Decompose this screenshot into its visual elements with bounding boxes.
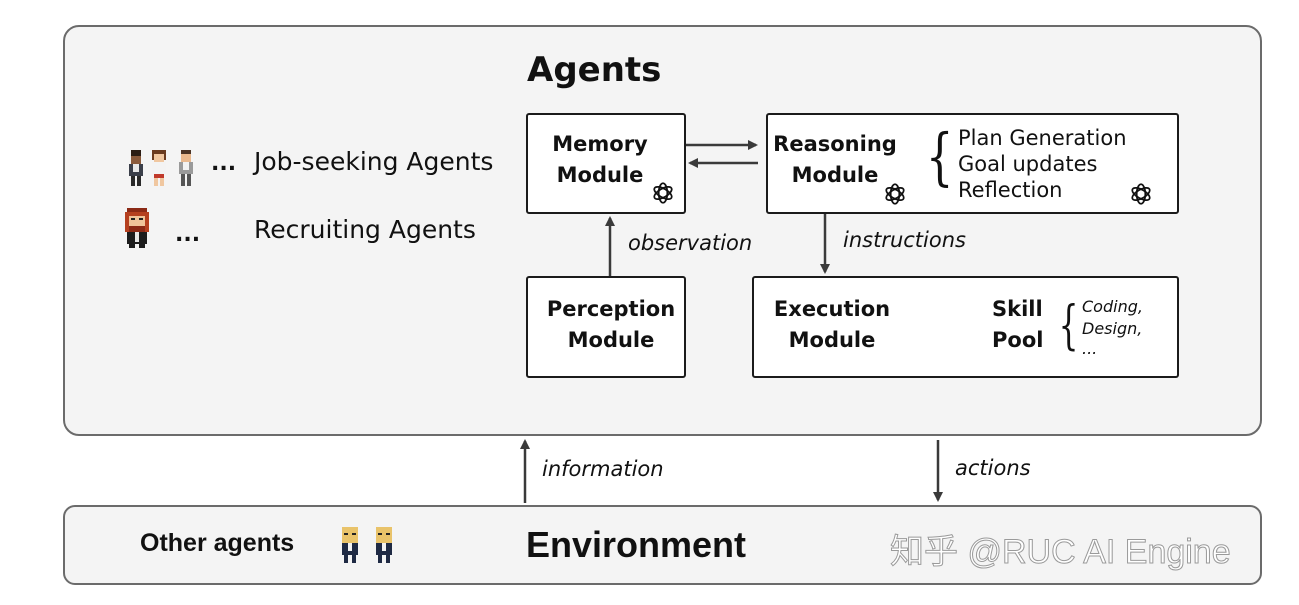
job-seeker-sprite-3: [179, 150, 193, 186]
job-seeking-label: Job-seeking Agents: [254, 147, 494, 176]
reasoning-brace: {: [925, 120, 954, 193]
memory-module-label: Memory Module: [552, 132, 648, 187]
skill-item-coding: Coding,: [1082, 297, 1143, 316]
execution-module-box: [752, 276, 1179, 378]
skill-brace: {: [1058, 296, 1079, 356]
actions-label: actions: [955, 456, 1031, 480]
information-label: information: [542, 457, 664, 481]
reasoning-item-reflection: Reflection: [958, 178, 1063, 202]
watermark: 知乎 @RUC AI Engine: [890, 533, 1232, 572]
other-agent-sprite-2: [376, 527, 392, 563]
agents-title: Agents: [527, 50, 662, 90]
openai-logo-icon: [885, 183, 905, 205]
reasoning-item-plan: Plan Generation: [958, 126, 1127, 150]
recruiting-ellipsis: ...: [175, 222, 201, 247]
job-seeker-sprite-1: [129, 150, 143, 186]
execution-module-label: Execution Module: [773, 297, 891, 352]
reasoning-item-goal: Goal updates: [958, 152, 1098, 176]
observation-label: observation: [628, 231, 753, 255]
skill-item-design: Design,: [1082, 319, 1143, 338]
other-agent-sprite-1: [342, 527, 358, 563]
job-seeking-ellipsis: ...: [211, 151, 237, 176]
environment-title: Environment: [526, 524, 747, 565]
job-seeker-sprite-2: [152, 150, 166, 186]
openai-logo-icon: [1131, 183, 1151, 205]
reasoning-module-label: Reasoning Module: [773, 132, 897, 187]
environment-panel: [63, 505, 1262, 585]
skill-item-more: ...: [1082, 339, 1098, 358]
recruiting-label: Recruiting Agents: [254, 215, 476, 244]
perception-module-box: [526, 276, 686, 378]
recruiter-sprite: [125, 208, 149, 248]
reasoning-module-box: [766, 113, 1179, 214]
other-agents-label: Other agents: [140, 529, 295, 557]
openai-logo-icon: [653, 182, 673, 204]
perception-module-label: Perception Module: [546, 297, 676, 352]
instructions-label: instructions: [843, 228, 966, 252]
skill-pool-label: Skill Pool: [992, 297, 1044, 352]
